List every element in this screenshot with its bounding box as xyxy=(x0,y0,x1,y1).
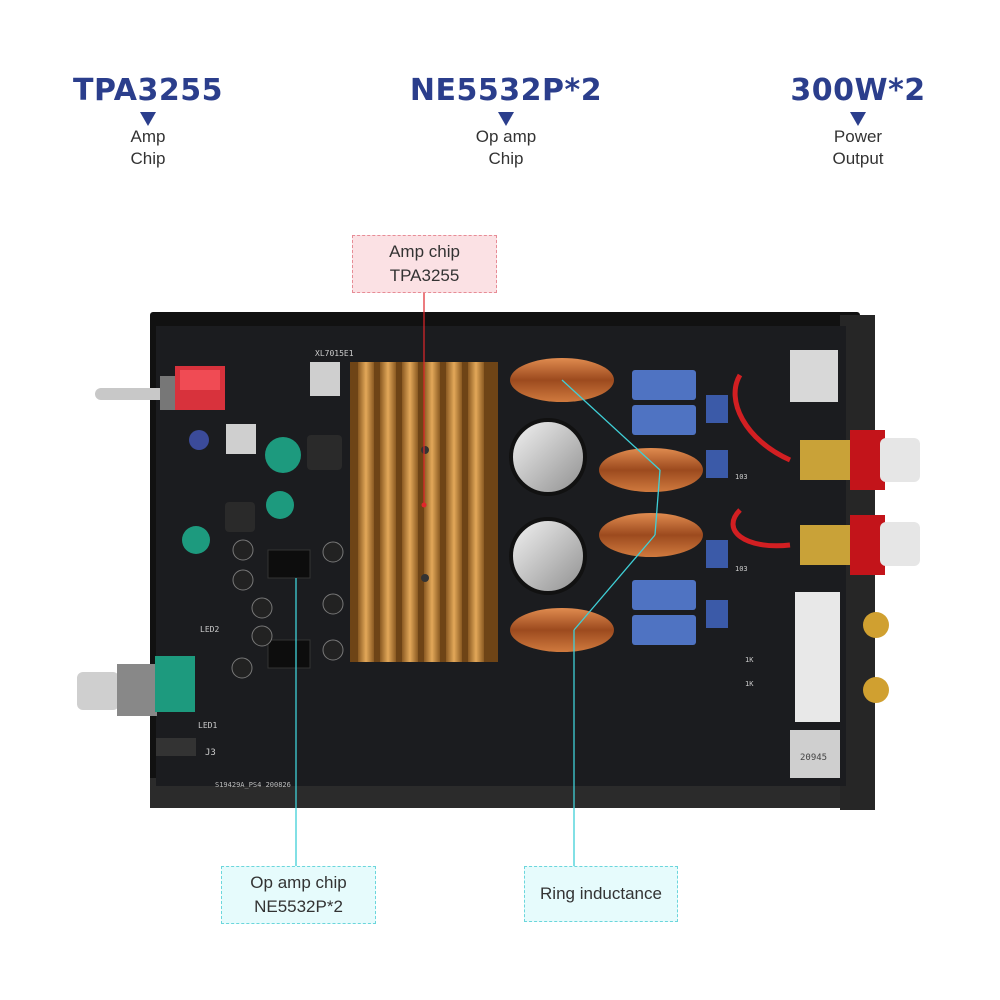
board-label: 1K xyxy=(745,680,754,688)
capacitor xyxy=(231,657,253,679)
capacitor xyxy=(232,569,254,591)
triangle-down-icon xyxy=(850,112,866,126)
capacitor xyxy=(322,639,344,661)
small-film-capacitor xyxy=(706,600,728,628)
capacitor xyxy=(232,539,254,561)
callout-line: Ring inductance xyxy=(540,884,662,903)
callout-op-amp-chip: Op amp chip NE5532P*2 xyxy=(221,866,376,924)
dc-jack xyxy=(790,350,838,402)
regulator xyxy=(226,424,256,454)
board-label: 20945 xyxy=(800,753,827,763)
board-label: S19429A_PS4 200826 xyxy=(215,781,291,789)
spec-op-amp: NE5532P*2 Op amp Chip xyxy=(386,72,626,170)
board-label: LED2 xyxy=(200,625,219,634)
callout-ring-inductance: Ring inductance xyxy=(524,866,678,922)
spec-title: TPA3255 xyxy=(73,73,223,108)
spec-line: Chip xyxy=(488,149,524,168)
ring-leader xyxy=(561,379,661,471)
callout-amp-chip: Amp chip TPA3255 xyxy=(352,235,497,293)
board-label: XL7015E1 xyxy=(315,349,354,358)
capacitor xyxy=(251,597,273,619)
spec-line: Chip xyxy=(130,149,166,168)
board-label: 103 xyxy=(735,565,748,573)
spec-line: Amp xyxy=(130,127,166,146)
capacitor xyxy=(322,541,344,563)
capacitor xyxy=(322,593,344,615)
regulator xyxy=(310,362,340,396)
callout-line: Op amp chip xyxy=(250,873,347,892)
header-pins xyxy=(156,738,196,756)
ring-inductor xyxy=(510,608,614,652)
spec-amp-chip: TPA3255 Amp Chip xyxy=(28,72,268,170)
small-film-capacitor xyxy=(706,540,728,568)
small-film-capacitor xyxy=(706,450,728,478)
speaker-terminal-top xyxy=(800,430,920,490)
film-capacitor xyxy=(632,370,696,400)
inductor xyxy=(225,502,255,532)
op-amp-chip xyxy=(267,549,311,579)
ring-leader xyxy=(573,534,656,631)
volume-knob xyxy=(77,656,195,716)
pcb xyxy=(156,326,846,786)
board-label: J3 xyxy=(205,748,216,758)
board-label: 103 xyxy=(735,473,748,481)
inductor xyxy=(307,435,342,470)
ring-leader xyxy=(654,469,661,536)
film-capacitor xyxy=(632,615,696,645)
speaker-wire xyxy=(732,373,792,463)
triangle-down-icon xyxy=(498,112,514,126)
rca-housing xyxy=(795,592,840,722)
spec-title: 300W*2 xyxy=(790,73,926,108)
filter-capacitor xyxy=(509,418,587,496)
film-capacitor xyxy=(632,405,696,435)
spec-line: Power xyxy=(833,127,883,146)
capacitor xyxy=(189,430,209,450)
spec-power-output: 300W*2 Power Output xyxy=(738,72,978,170)
power-switch xyxy=(95,366,225,410)
board-label: 1K xyxy=(745,656,754,664)
spec-title: NE5532P*2 xyxy=(409,73,603,108)
callout-line: TPA3255 xyxy=(389,266,460,285)
rca-jack xyxy=(863,677,889,703)
amp-chip-dot xyxy=(421,502,427,508)
capacitor xyxy=(182,526,210,554)
transformer xyxy=(790,730,840,778)
callout-line: Amp chip xyxy=(389,242,460,261)
op-amp-chip xyxy=(267,639,311,669)
callout-line: NE5532P*2 xyxy=(254,897,343,916)
capacitor xyxy=(251,625,273,647)
film-capacitor xyxy=(632,580,696,610)
rca-jack xyxy=(863,612,889,638)
filter-capacitor xyxy=(509,517,587,595)
spec-line: Op amp xyxy=(475,127,537,146)
speaker-wire xyxy=(730,508,791,549)
capacitor xyxy=(266,491,294,519)
capacitor xyxy=(265,437,301,473)
ring-inductor xyxy=(599,448,703,492)
speaker-terminal-bottom xyxy=(800,515,920,575)
triangle-down-icon xyxy=(140,112,156,126)
small-film-capacitor xyxy=(706,395,728,423)
ring-inductor xyxy=(599,513,703,557)
board-label: LED1 xyxy=(198,721,217,730)
spec-line: Output xyxy=(832,149,884,168)
